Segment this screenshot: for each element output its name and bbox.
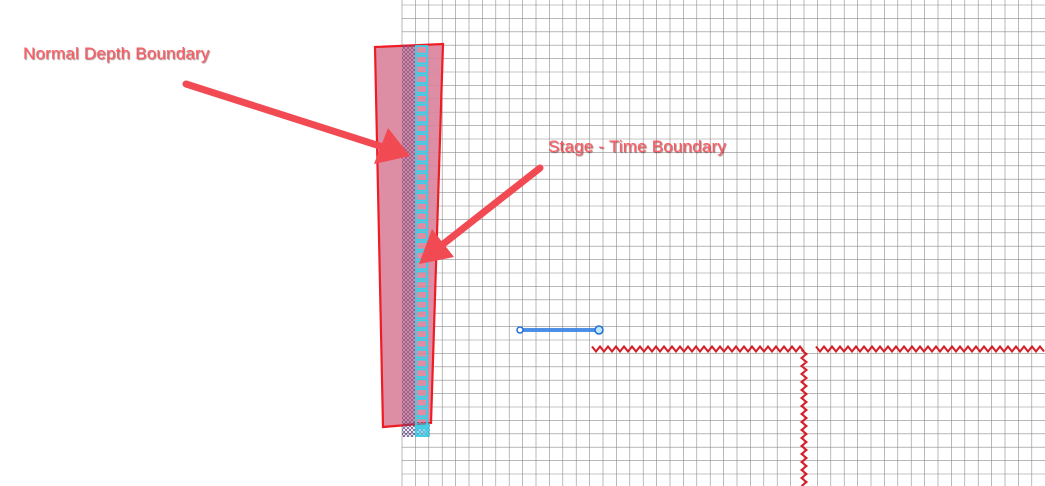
- boundary-cell-hatch: [402, 45, 415, 437]
- boundary-cell: [415, 64, 428, 75]
- boundary-cell: [415, 113, 428, 124]
- stage-time-boundary-cells[interactable]: [415, 45, 430, 437]
- boundary-cell: [415, 329, 428, 339]
- boundary-cell: [415, 182, 428, 192]
- boundary-cell: [415, 388, 428, 398]
- boundary-cell: [415, 348, 428, 359]
- boundary-cell: [415, 221, 428, 231]
- boundary-cell: [415, 280, 428, 290]
- boundary-cell: [415, 368, 428, 378]
- boundary-cell: [415, 407, 428, 418]
- structure-line[interactable]: [591, 344, 805, 354]
- mesh-grid: [401, 0, 1045, 486]
- boundary-cell: [415, 397, 428, 408]
- boundary-cell: [415, 299, 428, 310]
- boundary-cell: [415, 123, 428, 133]
- boundary-cell: [415, 231, 428, 241]
- arrow-annotation-icon: [182, 80, 410, 164]
- boundary-cell: [415, 103, 428, 114]
- line-endpoint-handle-icon[interactable]: [594, 325, 604, 335]
- boundary-cell: [415, 172, 428, 182]
- boundary-cell: [415, 84, 428, 94]
- line-endpoint-handle-icon[interactable]: [516, 326, 524, 334]
- boundary-cell: [415, 152, 428, 163]
- boundary-cell: [415, 74, 428, 84]
- boundary-cell: [415, 423, 430, 437]
- boundary-cell: [415, 162, 428, 173]
- boundary-cell: [415, 211, 428, 222]
- selected-boundary-line[interactable]: [516, 325, 604, 335]
- boundary-cell: [415, 358, 428, 369]
- boundary-cell: [415, 54, 428, 65]
- boundary-cell: [415, 309, 428, 320]
- boundary-cell: [415, 143, 428, 153]
- boundary-cell: [415, 378, 428, 388]
- boundary-cell: [415, 290, 428, 300]
- boundary-cell: [415, 201, 428, 212]
- boundary-cell: [415, 192, 428, 202]
- boundary-cell: [415, 45, 428, 55]
- structure-line[interactable]: [815, 344, 1045, 354]
- mesh-grid-lines: [401, 0, 1045, 486]
- structure-line[interactable]: [799, 349, 809, 486]
- boundary-cell: [415, 270, 428, 280]
- boundary-cell: [415, 319, 428, 329]
- normal-depth-boundary-label: Normal Depth Boundary: [23, 44, 210, 63]
- stage-time-boundary-label: Stage - Time Boundary: [548, 137, 727, 156]
- arrow-annotation-icon: [419, 164, 544, 264]
- boundary-cell: [415, 94, 428, 104]
- boundary-cell: [415, 133, 428, 143]
- boundary-cell: [415, 339, 428, 349]
